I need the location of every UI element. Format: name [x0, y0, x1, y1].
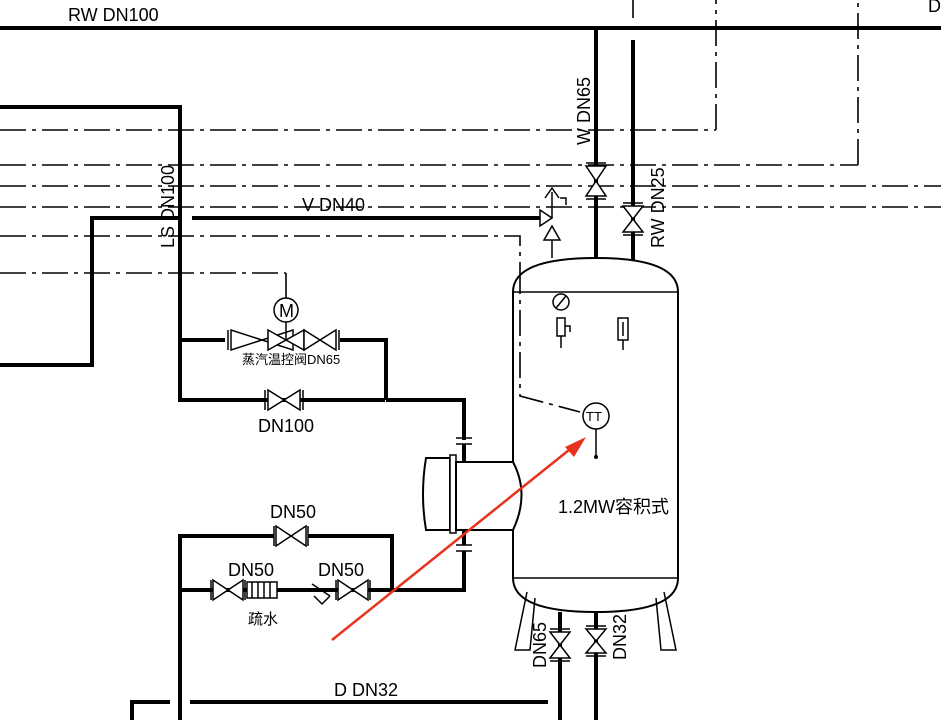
- valve-3-left: [303, 328, 322, 352]
- drain-left-valve: [210, 578, 246, 602]
- bottom-left-valve: [548, 628, 572, 662]
- bottom-dn32-label: DN32: [610, 614, 630, 660]
- drain-bypass-label: DN50: [270, 502, 316, 522]
- strainer-icon: [311, 583, 331, 606]
- w-dn65-label: W DN65: [574, 77, 594, 145]
- control-to-hx: [386, 398, 466, 440]
- motor-label: M: [279, 301, 294, 321]
- drain-right-valve: [335, 578, 371, 602]
- drain-bypass-right: [308, 534, 394, 590]
- rw-valve: [621, 202, 645, 236]
- tt-signal-line: [519, 268, 581, 413]
- safety-valve-icon: [539, 186, 567, 258]
- pressure-gauge-icon: [552, 293, 571, 348]
- bypass-valve: [264, 388, 304, 412]
- drain-right-label: DN50: [318, 560, 364, 580]
- drain-text-label: 疏水: [248, 610, 278, 628]
- motor-actuator-icon: [273, 297, 299, 323]
- corner-d-label: D: [928, 0, 941, 16]
- motor-valve-left: [267, 328, 288, 352]
- v-dn40-label: V DN40: [302, 195, 365, 215]
- ls-dn100-label: LS DN100: [158, 165, 178, 248]
- valve-3-right: [318, 328, 337, 352]
- w-valve: [584, 162, 608, 200]
- drain-left-label: DN50: [228, 560, 274, 580]
- d-dn32-label: D DN32: [334, 680, 398, 700]
- d-dn32-pipe: [130, 700, 548, 720]
- bottom-right-valve: [584, 625, 608, 657]
- bottom-dn65-label: DN65: [530, 622, 550, 668]
- rw-main-label: RW DN100: [68, 5, 159, 25]
- temp-sensor-label: TT: [586, 409, 602, 424]
- thermometer-icon: [617, 317, 629, 350]
- control-valve-group: M: [227, 297, 340, 352]
- steam-trap-icon: [246, 581, 278, 599]
- arrow-shaft: [331, 445, 575, 641]
- control-branch-right: [340, 338, 388, 400]
- drain-bypass-valve: [273, 524, 309, 548]
- left-branch-pipe: [0, 216, 178, 367]
- steam-valve-label: 蒸汽温控阀DN65: [242, 352, 340, 367]
- hx-top-flange: [456, 437, 472, 462]
- drain-bypass-left: [178, 534, 274, 720]
- tank-capacity-label: 1.2MW容积式: [558, 497, 669, 517]
- dashdot-line-5: [0, 235, 521, 268]
- valve-1-left: [230, 328, 265, 352]
- annotation-arrow: [331, 437, 586, 641]
- rw-dn25-label: RW DN25: [648, 167, 668, 248]
- dashdot-lines: [0, 0, 941, 298]
- heat-exchanger: [422, 454, 523, 534]
- bypass-dn100-label: DN100: [258, 416, 314, 436]
- arrow-head: [565, 437, 586, 457]
